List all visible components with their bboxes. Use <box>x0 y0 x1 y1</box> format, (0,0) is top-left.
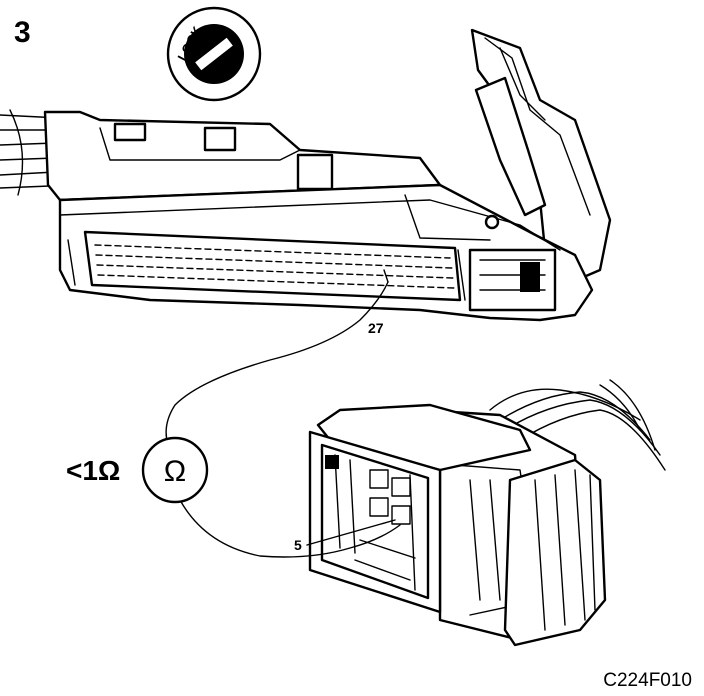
pin-label-5: 5 <box>294 537 302 553</box>
lock-icon: LOCK <box>166 6 262 102</box>
resistance-spec: <1Ω <box>66 455 120 486</box>
step-number: 3 <box>14 16 31 49</box>
ohmmeter-test-leads <box>165 269 401 558</box>
ohmmeter: Ω <box>141 436 209 504</box>
test-connector <box>308 379 666 647</box>
ohmmeter-symbol: Ω <box>164 455 186 488</box>
pin-label-27: 27 <box>368 320 384 336</box>
figure-code: C224F010 <box>603 670 692 691</box>
ecu-connector <box>0 28 612 322</box>
